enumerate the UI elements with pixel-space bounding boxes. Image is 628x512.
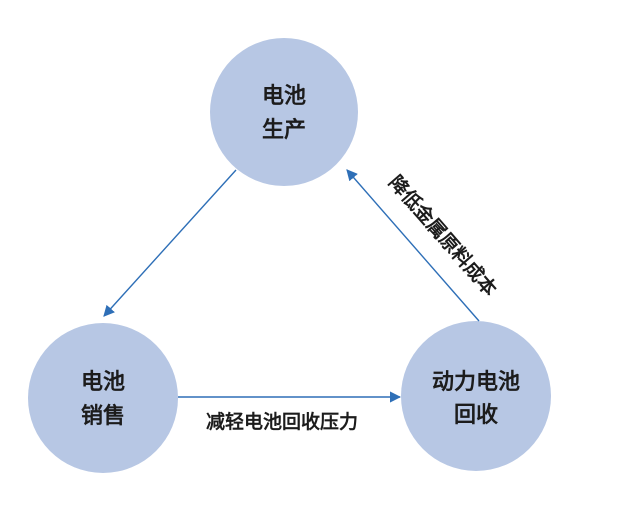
node-recycling-label-line2: 回收 bbox=[454, 402, 498, 428]
node-production-label-line2: 生产 bbox=[262, 117, 306, 143]
edge-sales-to-recycling-label: 减轻电池回收压力 bbox=[206, 410, 358, 433]
node-sales-label-line2: 销售 bbox=[81, 403, 125, 429]
node-sales bbox=[28, 323, 178, 473]
node-sales-label-line1: 电池 bbox=[81, 369, 125, 395]
node-production bbox=[210, 38, 358, 186]
edge-recycling-to-production-label: 降低金属原料成本 bbox=[384, 171, 501, 301]
node-recycling-label-line1: 动力电池 bbox=[432, 369, 520, 395]
edge-production-to-sales bbox=[103, 169, 237, 317]
edge-recycling-to-production bbox=[346, 169, 480, 322]
node-production-label-line1: 电池 bbox=[262, 83, 306, 109]
node-recycling bbox=[401, 321, 551, 471]
